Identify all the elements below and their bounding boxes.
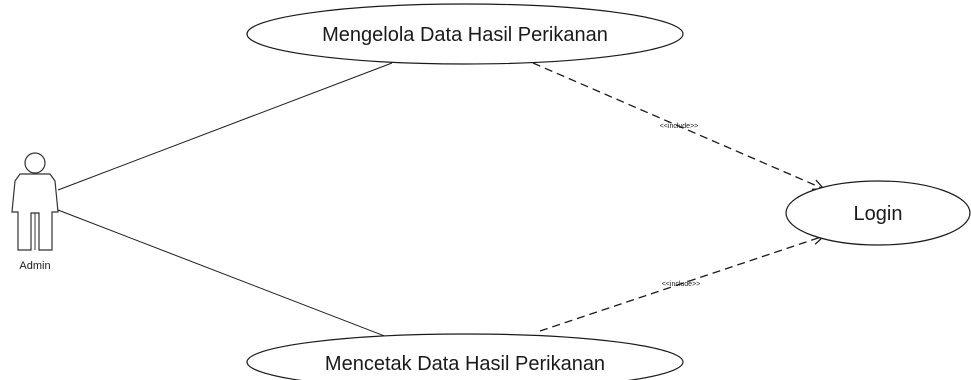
association-admin-manage xyxy=(57,62,393,191)
use-case-manage-shape xyxy=(246,3,684,65)
use-case-login-label: Login xyxy=(854,203,903,225)
include-label-bottom: <<include>> xyxy=(662,281,701,288)
include-label-top: <<include>> xyxy=(660,123,699,130)
use-case-manage-label: Mengelola Data Hasil Perikanan xyxy=(322,24,608,46)
use-case-login-shape xyxy=(785,180,971,246)
use-case-manage[interactable]: Mengelola Data Hasil Perikanan xyxy=(246,3,684,65)
use-case-login[interactable]: Login xyxy=(785,180,971,246)
actor-body xyxy=(11,173,59,251)
use-case-print-shape xyxy=(246,333,684,380)
use-case-print[interactable]: Mencetak Data Hasil Perikanan xyxy=(246,333,684,380)
include-arrow-print-login xyxy=(539,234,826,332)
association-admin-print xyxy=(57,209,396,341)
include-arrow-manage-login xyxy=(532,62,826,190)
actor-head xyxy=(24,152,46,174)
actor-label: Admin xyxy=(19,260,50,272)
use-case-print-label: Mencetak Data Hasil Perikanan xyxy=(325,353,605,375)
actor-admin[interactable]: Admin xyxy=(11,152,59,272)
